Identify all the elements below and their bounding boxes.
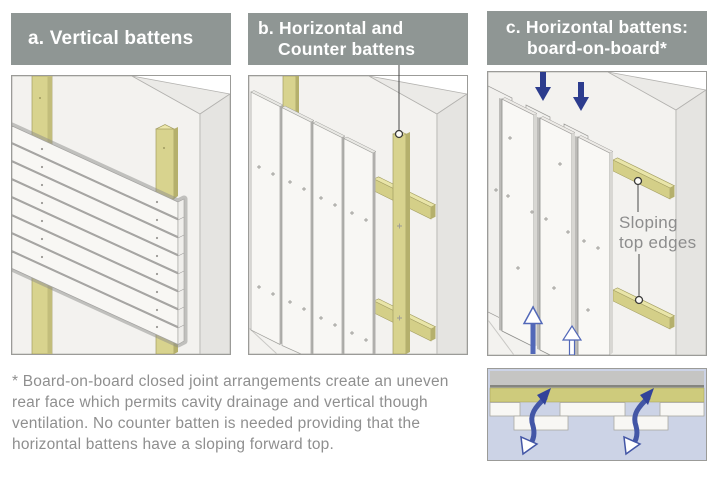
front-board-side xyxy=(534,113,537,347)
panel-b-title-line2: Counter battens xyxy=(278,39,416,59)
vertical-batten-right xyxy=(155,124,178,354)
front-board-shadow xyxy=(575,136,578,355)
wall-layer xyxy=(490,371,704,385)
panel-a-diagram xyxy=(11,75,231,355)
leader-dot xyxy=(634,295,644,305)
leader-dot xyxy=(394,129,404,139)
cross-section-illustration xyxy=(488,369,706,460)
panel-c-illustration: Sloping top edges xyxy=(488,72,706,355)
inner-board xyxy=(559,402,626,417)
front-board-side xyxy=(610,151,613,355)
nail-dots xyxy=(40,147,159,329)
cladding-board xyxy=(250,91,281,346)
wall-membrane-line xyxy=(490,385,704,388)
inner-boards xyxy=(489,402,705,417)
outer-board xyxy=(513,415,569,431)
board-top-cap xyxy=(312,121,346,138)
nail-marks xyxy=(494,136,600,312)
up-arrow-icon xyxy=(522,305,544,354)
cladding-board xyxy=(312,122,343,354)
nail-marks xyxy=(257,165,368,342)
leader-line-counter-batten xyxy=(394,65,404,139)
vertical-cladding-boards xyxy=(250,90,377,354)
airflow-arrow-icon xyxy=(520,388,551,456)
panel-a-title: a. Vertical battens xyxy=(28,28,194,49)
board-side-edge xyxy=(373,151,376,354)
floor-line xyxy=(249,327,278,354)
sloping-top-edges-callout: Sloping top edges xyxy=(619,176,696,305)
outer-boards xyxy=(513,415,669,431)
board-stack xyxy=(12,122,188,348)
front-board xyxy=(501,98,535,348)
up-arrow-icon xyxy=(561,324,583,355)
outer-board xyxy=(613,415,669,431)
down-arrow-icon xyxy=(535,72,551,101)
airflow-arrow-icon xyxy=(623,388,654,456)
cladding-board xyxy=(343,137,374,354)
board-top-cap xyxy=(250,90,284,107)
floor-line xyxy=(488,319,515,355)
board-end-face xyxy=(177,198,185,346)
footnote-line: ventilation. No counter batten is needed… xyxy=(12,415,421,432)
panel-c-title-line1: c. Horizontal battens: xyxy=(505,17,689,37)
front-board xyxy=(539,117,573,355)
panel-b-diagram xyxy=(248,75,468,355)
sloping-label-line1: Sloping xyxy=(619,213,678,232)
board-top-cap xyxy=(281,105,315,123)
panel-b-illustration xyxy=(249,76,467,354)
board-end-divisions xyxy=(177,216,185,329)
front-board-shadow xyxy=(537,117,540,350)
front-board xyxy=(577,136,611,355)
panel-b-header: b. Horizontal and Counter battens xyxy=(248,13,468,65)
panel-a-illustration xyxy=(12,76,230,354)
panel-c-header: c. Horizontal battens: board-on-board* xyxy=(487,11,707,65)
nail-marks xyxy=(397,223,402,321)
panel-b-title-line1: b. Horizontal and xyxy=(258,18,404,38)
panel-c-diagram: Sloping top edges xyxy=(487,71,707,356)
down-arrow-icon xyxy=(573,82,589,111)
batten-layer xyxy=(489,387,705,403)
board-top-cap xyxy=(343,136,377,154)
counter-batten xyxy=(392,130,410,354)
front-board-shadow xyxy=(499,98,502,331)
leader-dot xyxy=(633,176,643,186)
cross-section-diagram xyxy=(487,368,707,461)
sloping-batten-lower xyxy=(612,287,676,330)
footnote-line: rear face which permits cavity drainage … xyxy=(12,394,428,411)
sloping-label-line2: top edges xyxy=(619,233,696,252)
panel-a-header: a. Vertical battens xyxy=(11,13,231,65)
leader-line xyxy=(637,185,640,296)
front-board-side xyxy=(572,132,575,355)
inner-board xyxy=(659,402,705,417)
board-on-board-cladding xyxy=(488,85,614,355)
footnote: * Board-on-board closed joint arrangemen… xyxy=(12,371,484,455)
cladding-board xyxy=(281,106,312,354)
inner-board xyxy=(489,402,521,417)
panel-c-title-line2: board-on-board* xyxy=(526,38,668,58)
footnote-line: * Board-on-board closed joint arrangemen… xyxy=(12,373,449,390)
footnote-line: horizontal battens have a sloping forwar… xyxy=(12,436,334,453)
